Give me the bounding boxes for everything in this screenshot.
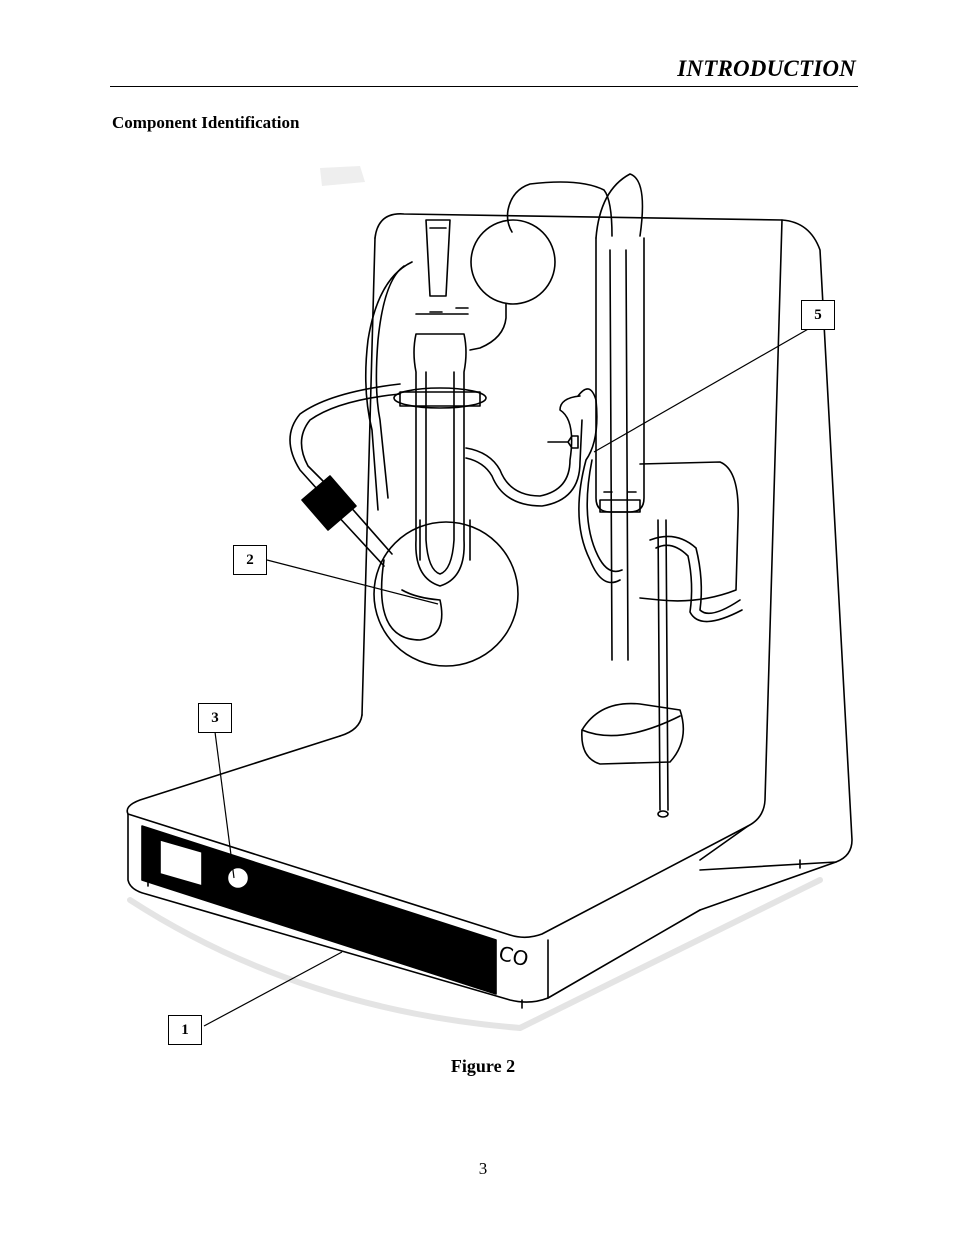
flask-inner-loop [380,559,443,641]
base-front [127,813,701,1003]
back-panel [374,213,853,871]
callout-2: 2 [233,545,267,575]
leader-line-2 [266,559,439,605]
callout-3: 3 [198,703,232,733]
header-rule [110,86,858,87]
leader-line-3 [214,731,235,879]
distillation-flask [373,521,519,667]
flask-cap [301,475,357,531]
power-switch [159,839,203,887]
component-identification-heading: Component Identification [112,113,300,132]
dropping-funnel [425,219,451,297]
callout-1: 1 [168,1015,202,1045]
lamp-indicator [228,868,248,888]
section-title: INTRODUCTION [677,56,856,81]
heater-platform [581,702,685,765]
condenser-column [595,237,645,513]
steam-generator [413,333,467,587]
callout-5: 5 [801,300,835,330]
control-panel [141,825,497,995]
base-top [126,735,749,939]
leader-line-5 [593,327,811,453]
upper-bulb [470,219,556,305]
page-number: 3 [478,1159,488,1178]
leader-line-1 [203,951,343,1027]
figure-caption: Figure 2 [450,1056,516,1076]
